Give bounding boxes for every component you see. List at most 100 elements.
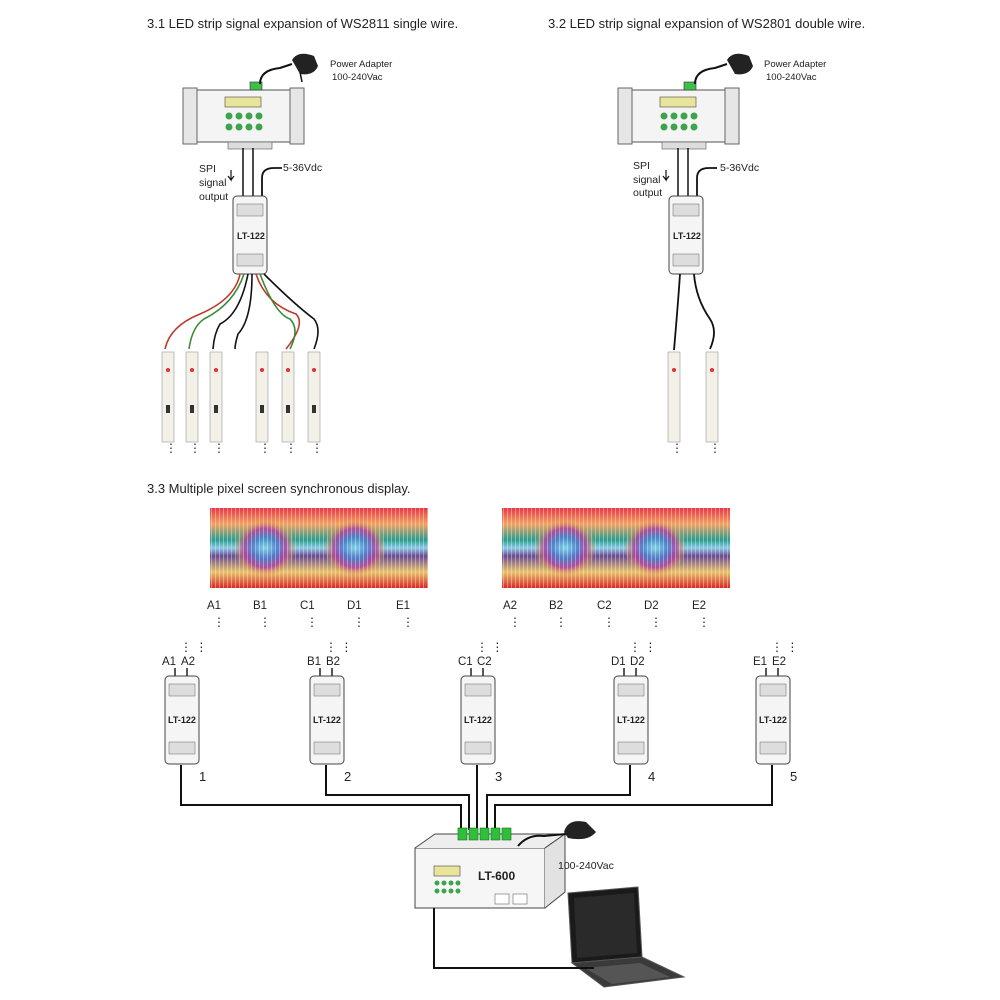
svg-text:⋮: ⋮ [165, 441, 177, 455]
decoder-port-1: C1 [458, 656, 473, 668]
svg-text:⋮: ⋮ [709, 441, 721, 455]
vac-label-bottom: 100-240Vac [558, 860, 614, 872]
heading-3-3: 3.3 Multiple pixel screen synchronous di… [147, 481, 411, 496]
heading-3-2: 3.2 LED strip signal expansion of WS2801… [548, 16, 865, 31]
port-label: B1 [253, 600, 267, 612]
decoder-3-2-label: LT-122 [673, 231, 701, 241]
power-adapter-label: Power Adapter [330, 59, 392, 70]
pixel-screen-1 [210, 508, 428, 588]
decoder-label: LT-122 [759, 715, 787, 725]
decoder-port-2: D2 [630, 656, 645, 668]
svg-text:⋮: ⋮ [213, 615, 225, 629]
vdc-label: 5-36Vdc [283, 162, 322, 174]
controller-box-right [617, 81, 740, 150]
diagram-3-2: Power Adapter 100-240Vac SPI signal outp… [617, 53, 826, 455]
svg-text:⋮: ⋮ [259, 615, 271, 629]
decoder-number: 1 [199, 769, 206, 784]
svg-text:⋮: ⋮ [306, 615, 318, 629]
screen-1-ports: A1 B1 C1 D1 E1 [207, 600, 410, 612]
laptop-icon [567, 886, 686, 988]
vac-label-right: 100-240Vac [766, 72, 817, 83]
decoder-port-2: C2 [477, 656, 492, 668]
port-label: A2 [503, 600, 517, 612]
led-strips-3-2: ⋮ ⋮ [667, 351, 721, 455]
svg-text:⋮: ⋮ [402, 615, 414, 629]
lt600-label: LT-600 [478, 869, 515, 883]
svg-text:⋮: ⋮ [189, 441, 201, 455]
svg-text:⋮: ⋮ [650, 615, 662, 629]
ellipsis-marks: ⋮ ⋮ ⋮ ⋮ ⋮ ⋮ ⋮ ⋮ ⋮ ⋮ [213, 615, 710, 629]
decoder-number: 5 [790, 769, 797, 784]
diagram-3-1: Power Adapter 100-240Vac SPI signal outp… [161, 53, 392, 455]
svg-text:⋮: ⋮ [509, 615, 521, 629]
svg-text:⋮: ⋮ [213, 441, 225, 455]
bus-wires [180, 765, 773, 830]
decoder-number: 4 [648, 769, 655, 784]
fanout-wires-3-1 [164, 273, 319, 350]
svg-text:⋮: ⋮ [555, 615, 567, 629]
ellipsis-mark: ⋮ ⋮ [476, 640, 503, 654]
svg-text:⋮: ⋮ [671, 441, 683, 455]
vdc-label-right: 5-36Vdc [720, 162, 759, 174]
pixel-screen-2 [502, 508, 730, 588]
lt600-controller: LT-600 [414, 827, 567, 909]
decoder-number: 3 [495, 769, 502, 784]
decoder-label: LT-122 [168, 715, 196, 725]
ellipsis-mark: ⋮ ⋮ [771, 640, 798, 654]
port-label: B2 [549, 600, 563, 612]
spi-label-3: output [199, 191, 228, 203]
spi-label-2: signal [199, 177, 226, 189]
laptop-cable [433, 908, 594, 969]
fanout-wires-3-2 [673, 273, 715, 351]
decoder-port-2: E2 [772, 656, 786, 668]
spi-label-1: SPI [199, 163, 216, 175]
port-label: C2 [597, 600, 612, 612]
power-adapter-icon-right [694, 53, 753, 85]
svg-text:⋮: ⋮ [259, 441, 271, 455]
decoder-3-1: LT-122 [232, 195, 268, 275]
decoder-label: LT-122 [464, 715, 492, 725]
screen-2-ports: A2 B2 C2 D2 E2 [503, 600, 706, 612]
spi-label-1-right: SPI [633, 160, 650, 172]
spi-label-2-right: signal [633, 174, 660, 186]
port-label: D2 [644, 600, 659, 612]
decoder-port-2: A2 [181, 656, 195, 668]
decoder-port-1: A1 [162, 656, 176, 668]
power-adapter-bottom-icon [517, 821, 596, 847]
svg-text:⋮: ⋮ [353, 615, 365, 629]
decoder-label: LT-122 [617, 715, 645, 725]
port-label: D1 [347, 600, 362, 612]
decoder-port-1: B1 [307, 656, 321, 668]
decoder-port-1: E1 [753, 656, 767, 668]
svg-text:⋮: ⋮ [603, 615, 615, 629]
ellipsis-mark: ⋮ ⋮ [180, 640, 207, 654]
port-label: A1 [207, 600, 221, 612]
decoder-label: LT-122 [313, 715, 341, 725]
decoder-3-1-label: LT-122 [237, 231, 265, 241]
heading-3-1: 3.1 LED strip signal expansion of WS2811… [147, 16, 458, 31]
ellipsis-mark: ⋮ ⋮ [325, 640, 352, 654]
port-label: C1 [300, 600, 315, 612]
decoder-number: 2 [344, 769, 351, 784]
decoder-port-2: B2 [326, 656, 340, 668]
spi-label-3-right: output [633, 187, 662, 199]
decoder-port-1: D1 [611, 656, 626, 668]
ellipsis-mark: ⋮ ⋮ [629, 640, 656, 654]
svg-text:⋮: ⋮ [311, 441, 323, 455]
controller-box-left [182, 81, 305, 150]
power-adapter-label-right: Power Adapter [764, 59, 826, 70]
port-label: E1 [396, 600, 410, 612]
led-strips-3-1: ⋮ ⋮ ⋮ ⋮ ⋮ ⋮ [161, 351, 323, 455]
svg-text:⋮: ⋮ [285, 441, 297, 455]
svg-text:⋮: ⋮ [698, 615, 710, 629]
decoder-3-2: LT-122 [668, 195, 704, 275]
vac-label: 100-240Vac [332, 72, 383, 83]
power-adapter-icon [259, 53, 318, 85]
